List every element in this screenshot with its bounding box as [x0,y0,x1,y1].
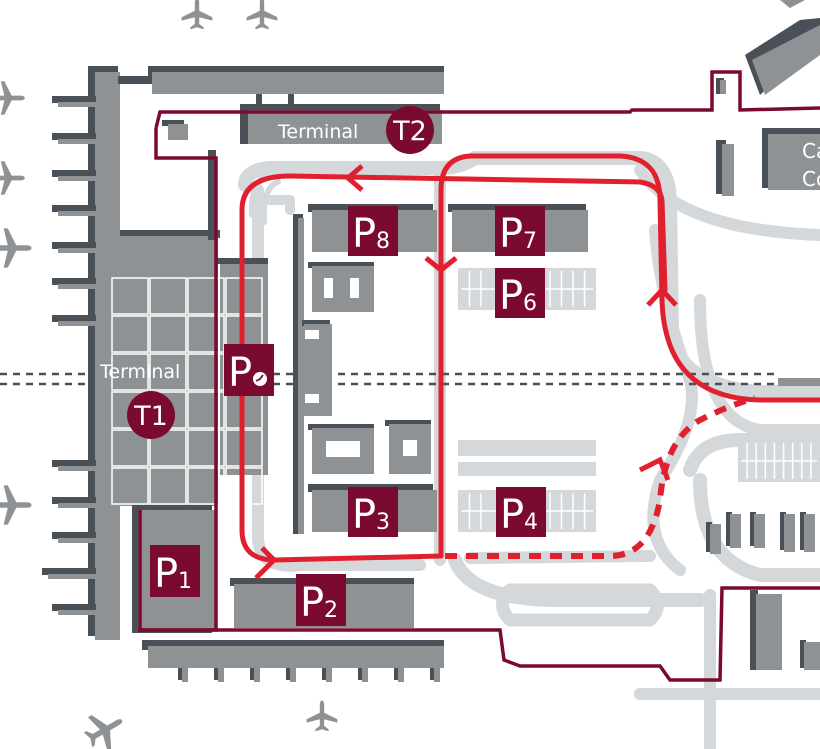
grid-cell [187,429,225,467]
parking-p8-letter: P [352,211,376,257]
arrow-up-icon [646,286,678,307]
pier [52,205,96,216]
grid-cell [111,429,149,467]
right-buildings: Ca Co [706,0,820,670]
parking-boundary [138,70,820,682]
airplane-icon [0,228,32,268]
building-block [800,512,815,552]
parking-p3[interactable]: P 3 [348,487,398,538]
arrow-right-icon [254,546,278,580]
parking-p6[interactable]: P 6 [495,268,545,319]
grid-cell [149,467,187,505]
parking-p4-number: 4 [524,510,538,535]
airplane-icon [0,161,25,195]
parking-p3-letter: P [352,492,376,538]
pier [52,278,96,289]
airplane-icon [0,81,25,115]
partial-label-line2: Co [802,167,820,191]
arrow-left-icon [344,164,364,192]
parking-p7-letter: P [499,211,523,257]
parking-p7[interactable]: P 7 [495,206,545,257]
pier [52,242,96,253]
building-block [780,512,795,552]
grid-cell [149,315,187,353]
terminal-t1-label: Terminal [99,361,180,383]
terminal-t1[interactable]: Terminal T1 [99,361,180,439]
parking-express-letter: P [228,350,252,396]
pier [394,668,404,682]
parking-p4-letter: P [500,492,524,538]
pier [250,668,260,682]
grid-cell [187,277,225,315]
building-block [706,522,721,554]
pier [52,315,96,326]
airplane-icon [306,700,338,732]
pier [286,668,296,682]
grid-cell [111,277,149,315]
route-main-loop [438,153,820,559]
airplane-icon [181,0,213,30]
terminal-t2-code: T2 [392,116,427,147]
terminal-t2-label: Terminal [277,121,358,143]
parking-p8-number: 8 [376,229,390,254]
terminal-t2[interactable]: Terminal T2 [277,106,434,154]
pier [52,96,96,107]
building-block [750,512,765,548]
pier [214,668,224,682]
grid-cell [111,315,149,353]
partial-label-line1: Ca [802,139,820,163]
grid-cell [187,315,225,353]
pier [52,170,96,181]
parking-p8[interactable]: P 8 [348,206,398,257]
pier [358,668,368,682]
terminal-t1-code: T1 [133,401,168,432]
parking-p1-letter: P [154,551,178,597]
pier [52,460,96,471]
parking-p2-number: 2 [324,598,338,623]
grid-cell [111,353,149,391]
grid-cell [149,353,187,391]
grid-cell [111,467,149,505]
airplanes [0,0,338,749]
parking-p2[interactable]: P 2 [296,574,346,626]
parking-express[interactable]: P [224,344,274,396]
pier [52,497,96,508]
pier [178,668,188,682]
arrow-down-icon [424,256,458,274]
pier [430,668,440,682]
parking-p1[interactable]: P 1 [150,545,200,597]
airplane-icon [246,0,278,30]
parking-p2-letter: P [300,580,324,626]
parking-p4[interactable]: P 4 [496,487,546,538]
grid-cell [187,391,225,429]
parking-p6-letter: P [499,273,523,319]
pier [52,532,96,543]
clock-icon [253,372,267,386]
access-routes [239,153,820,580]
parking-p1-number: 1 [178,569,192,594]
bottom-pier-building [142,640,444,682]
route-dashed [445,395,756,559]
parking-p3-number: 3 [376,510,390,535]
pier [52,133,96,144]
route-outer-loop [239,173,668,563]
parking-p7-number: 7 [523,229,537,254]
building-block [726,512,741,548]
pier [52,604,96,615]
arrow-up-dashed-icon [638,456,671,481]
parking-p6-number: 6 [523,291,537,316]
pier [42,568,96,579]
pier [322,668,332,682]
grid-cell [187,467,225,505]
airplane-icon [0,485,32,525]
grid-cell [149,277,187,315]
airplane-icon [83,715,123,749]
